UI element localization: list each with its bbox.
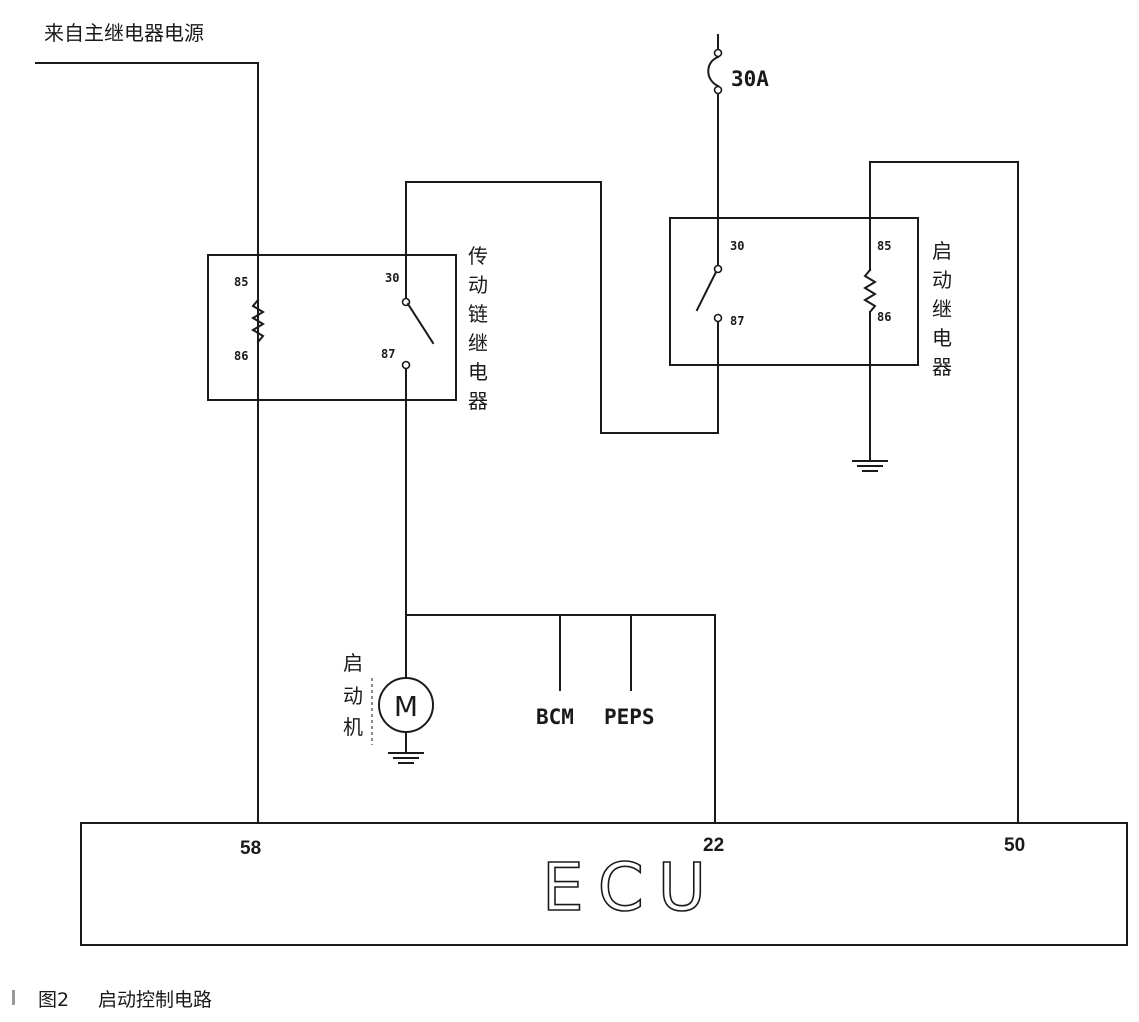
transmission-relay-name: 传 动 链 继 电 器 bbox=[468, 244, 488, 413]
starter-name: 启 动 机 bbox=[343, 651, 363, 739]
ecu-label: ECU bbox=[542, 849, 720, 926]
svg-text:动: 动 bbox=[343, 684, 363, 708]
start-relay-pin-85: 85 bbox=[877, 239, 891, 253]
relay-link-wire bbox=[405, 181, 719, 434]
svg-text:启: 启 bbox=[932, 239, 952, 263]
fuse-icon bbox=[707, 55, 720, 88]
caption-title: 启动控制电路 bbox=[98, 989, 212, 1011]
output-bus-wire bbox=[405, 614, 716, 824]
svg-text:机: 机 bbox=[343, 715, 363, 739]
starter-motor-symbol: M bbox=[394, 690, 418, 723]
main-power-wire bbox=[35, 62, 259, 824]
svg-text:动: 动 bbox=[932, 268, 952, 292]
transmission-relay-pin-85: 85 bbox=[234, 275, 248, 289]
bcm-label: BCM bbox=[536, 705, 574, 729]
transmission-relay-coil bbox=[251, 298, 265, 344]
caption-marker bbox=[12, 990, 15, 1005]
start-relay-contact-87 bbox=[713, 313, 723, 323]
svg-text:器: 器 bbox=[932, 355, 952, 379]
svg-text:继: 继 bbox=[468, 331, 488, 355]
peps-label: PEPS bbox=[604, 705, 655, 729]
start-relay-pin-87: 87 bbox=[730, 314, 744, 328]
transmission-relay-contact-87 bbox=[401, 360, 411, 370]
start-relay-pin-86: 86 bbox=[877, 310, 891, 324]
ecu-pin-50: 50 bbox=[1004, 835, 1025, 856]
start-relay-switch-arm bbox=[695, 270, 718, 312]
svg-text:继: 继 bbox=[932, 297, 952, 321]
svg-text:启: 启 bbox=[343, 651, 363, 675]
ecu-pin-58: 58 bbox=[240, 838, 261, 859]
transmission-relay-pin-86: 86 bbox=[234, 349, 248, 363]
start-relay-coil bbox=[863, 268, 877, 314]
main-power-label: 来自主继电器电源 bbox=[44, 21, 204, 45]
svg-text:器: 器 bbox=[468, 389, 488, 413]
transmission-relay-pin-30: 30 bbox=[385, 271, 399, 285]
fuse-terminal-top bbox=[713, 48, 723, 58]
svg-text:动: 动 bbox=[468, 273, 488, 297]
transmission-relay-switch-arm bbox=[406, 302, 435, 345]
start-relay-contact-30 bbox=[713, 264, 723, 274]
caption-figure: 图2 bbox=[38, 989, 69, 1011]
svg-text:链: 链 bbox=[468, 302, 488, 326]
svg-text:电: 电 bbox=[468, 360, 488, 384]
fuse-terminal-bottom bbox=[713, 85, 723, 95]
ecu-pin-22: 22 bbox=[703, 835, 724, 856]
start-relay-ground-icon bbox=[852, 460, 888, 472]
start-relay-box bbox=[669, 217, 919, 366]
svg-text:电: 电 bbox=[932, 326, 952, 350]
starter-ground-icon bbox=[388, 752, 424, 764]
start-relay-85-wire bbox=[869, 161, 1019, 824]
transmission-relay-pin-87: 87 bbox=[381, 347, 395, 361]
transmission-relay-box bbox=[207, 254, 457, 401]
start-relay-name: 启 动 继 电 器 bbox=[932, 239, 952, 379]
ecu-box bbox=[80, 822, 1128, 946]
svg-text:传: 传 bbox=[468, 244, 488, 268]
start-relay-pin-30: 30 bbox=[730, 239, 744, 253]
fuse-label: 30A bbox=[731, 67, 769, 91]
